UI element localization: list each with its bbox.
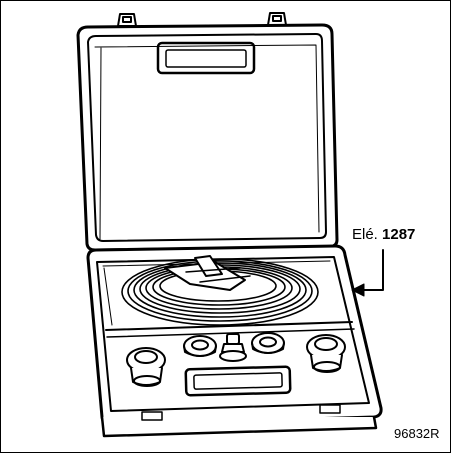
cap-fitting-1 (183, 335, 217, 357)
lid-hinge-left (117, 13, 137, 27)
cap-fitting-2 (251, 332, 285, 354)
part-callout-label: Elé. 1287 (352, 226, 415, 243)
callout-prefix: Elé. (352, 226, 378, 243)
case-lid (76, 23, 339, 252)
figure-reference-code: 96832R (394, 426, 440, 441)
hose-clamp (164, 255, 251, 291)
base-handle-recess (184, 365, 292, 397)
callout-arrow (351, 249, 384, 297)
callout-number: 1287 (382, 226, 416, 243)
plug-fitting-right (306, 334, 346, 373)
lid-handle-recess (156, 41, 256, 75)
plug-fitting-left (126, 347, 166, 387)
adapter-fitting (219, 333, 247, 362)
lid-hinge-right (267, 12, 287, 26)
